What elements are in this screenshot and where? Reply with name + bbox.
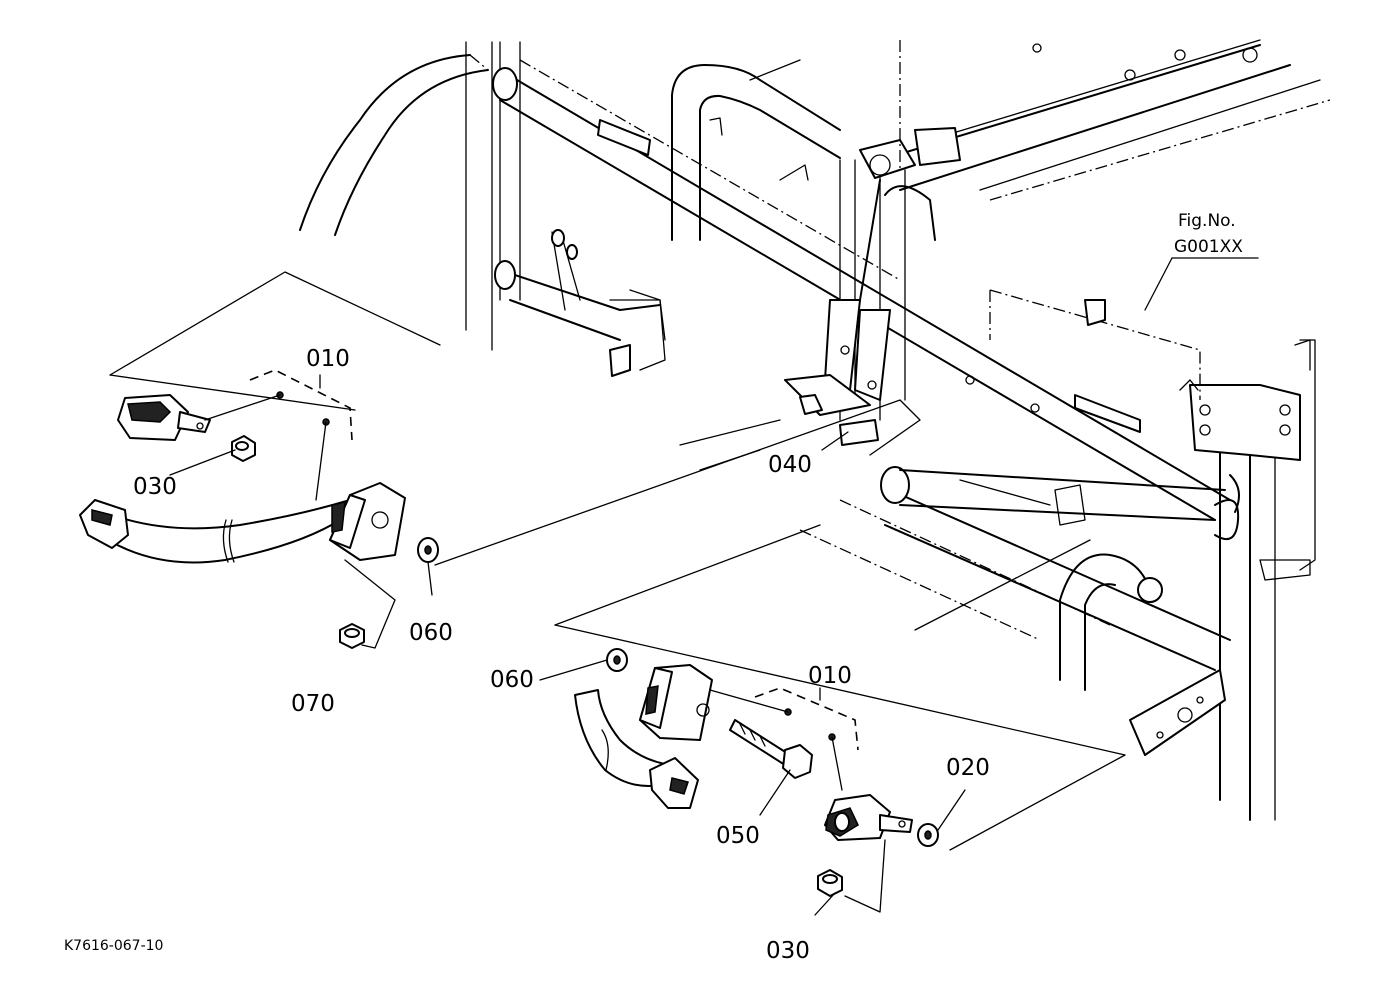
nut-070 (339, 623, 365, 649)
callout-030-left: 030 (133, 474, 177, 500)
right-washer-060 (606, 648, 628, 672)
washer-020 (917, 823, 939, 847)
callout-060-right: 060 (490, 667, 534, 693)
callout-070: 070 (291, 691, 335, 717)
callout-labels: 010 030 060 070 040 060 010 020 050 030 … (64, 211, 1243, 964)
floor-planes (109, 271, 1126, 851)
callout-010-right: 010 (808, 663, 852, 689)
left-washer-060 (417, 537, 439, 563)
leader-040 (821, 431, 849, 451)
callout-050: 050 (716, 823, 760, 849)
left-belt-assembly (79, 369, 439, 649)
callout-030-right: 030 (766, 938, 810, 964)
drawing-code: K7616-067-10 (64, 938, 163, 954)
frame-structure (299, 39, 1331, 821)
right-nut-030 (817, 869, 843, 897)
bolt-050 (729, 719, 813, 779)
fig-no-label: Fig.No. (1178, 211, 1236, 231)
right-belt-assembly (539, 648, 966, 916)
callout-020: 020 (946, 755, 990, 781)
left-webbing (107, 499, 351, 564)
callout-010-left: 010 (306, 346, 350, 372)
fig-no-pointer (1144, 257, 1173, 311)
left-nut-030 (231, 435, 256, 462)
callout-040: 040 (768, 452, 812, 478)
fig-no-value: G001XX (1174, 237, 1243, 257)
callout-060-left: 060 (409, 620, 453, 646)
